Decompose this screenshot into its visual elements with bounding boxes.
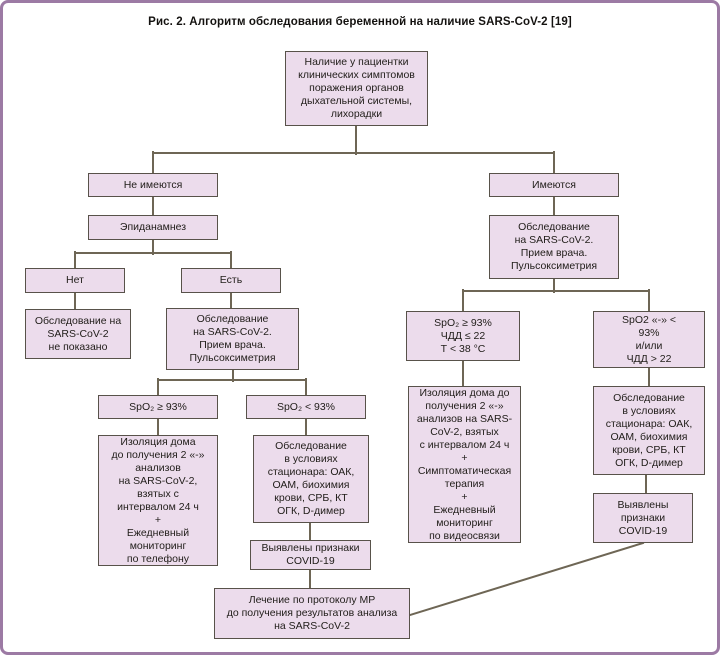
node-epid-yes: Есть <box>181 268 281 293</box>
node-exam-right: Обследование на SARS-CoV-2. Прием врача.… <box>489 215 619 279</box>
node-exam-left: Обследование на SARS-CoV-2. Прием врача.… <box>166 308 299 370</box>
figure-title: Рис. 2. Алгоритм обследования беременной… <box>148 16 572 28</box>
flow-connectors <box>74 125 650 617</box>
node-hospital-exam-right: Обследование в условиях стационара: ОАК,… <box>593 386 705 475</box>
node-symptoms-absent: Не имеются <box>88 173 218 197</box>
node-home-isolation-left: Изоляция дома до получения 2 «-» анализо… <box>98 435 218 566</box>
node-vitals-bad-right: SpO2 «-» < 93% и/или ЧДД > 22 <box>593 311 705 368</box>
node-spo2-lt93-left: SpO₂ < 93% <box>246 395 366 419</box>
node-symptoms-present: Имеются <box>489 173 619 197</box>
node-treatment-protocol: Лечение по протоколу МР до получения рез… <box>214 588 410 639</box>
node-epid-history: Эпиданамнез <box>88 215 218 240</box>
node-covid-signs-left: Выявлены признаки COVID-19 <box>250 540 371 570</box>
connector-lines <box>74 125 650 617</box>
node-epid-no: Нет <box>25 268 125 293</box>
node-spo2-ge93-left: SpO₂ ≥ 93% <box>98 395 218 419</box>
node-covid-signs-right: Выявлены признаки COVID-19 <box>593 493 693 543</box>
node-home-isolation-right: Изоляция дома до получения 2 «-» анализо… <box>408 386 521 543</box>
node-hospital-exam-left: Обследование в условиях стационара: ОАК,… <box>253 435 369 523</box>
node-symptoms-root: Наличие у пациентки клинических симптомо… <box>285 51 428 126</box>
node-vitals-ok-right: SpO₂ ≥ 93% ЧДД ≤ 22 Т < 38 °С <box>406 311 520 361</box>
node-exam-not-indicated: Обследование на SARS-CoV-2 не показано <box>25 309 131 359</box>
